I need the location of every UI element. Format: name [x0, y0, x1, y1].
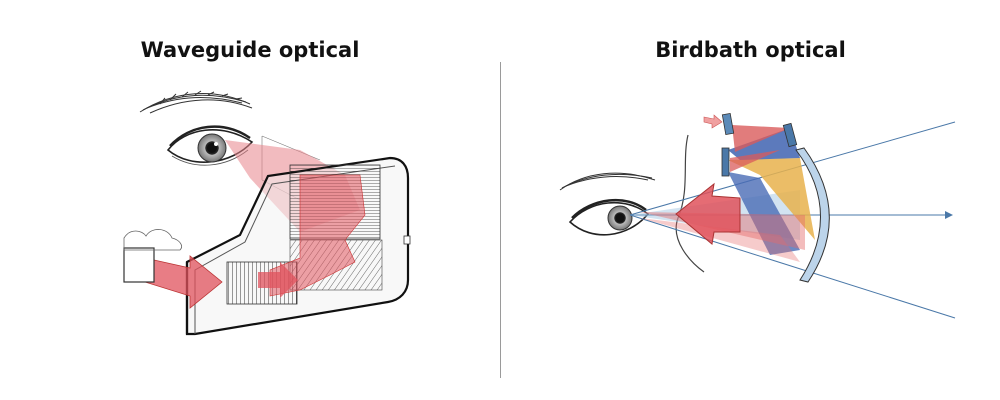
display-mirror — [782, 122, 798, 148]
image-direction-arrow — [675, 182, 741, 245]
guided-light — [269, 174, 366, 297]
input-arrow-small — [703, 114, 723, 129]
red-beam — [732, 125, 790, 152]
micro-display — [721, 112, 735, 136]
beam-splitter — [721, 147, 730, 177]
birdbath-panel: Birdbath optical — [501, 0, 1000, 400]
micro-projector — [123, 247, 155, 283]
waveguide-diagram — [123, 90, 411, 336]
red-beam-2 — [730, 150, 780, 172]
panel-divider — [500, 62, 501, 378]
eye-left — [166, 125, 254, 166]
blue-beam — [728, 128, 800, 160]
waveguide-panel: Waveguide optical — [140, 38, 360, 62]
input-light-arrow — [144, 255, 223, 309]
eyebrow-right — [559, 172, 656, 191]
birdbath-diagram — [559, 112, 956, 319]
yellow-beam — [728, 158, 815, 240]
scene-sketch — [123, 229, 182, 251]
birdbath-title: Birdbath optical — [655, 38, 846, 62]
blue-beam-lower — [728, 172, 800, 255]
waveguide-notch — [403, 235, 411, 245]
eye-right — [568, 198, 650, 236]
waveguide-title: Waveguide optical — [140, 38, 360, 62]
face-outline — [675, 134, 705, 273]
curved-mirror — [795, 147, 830, 283]
reflected-light-2 — [640, 218, 800, 262]
eyebrow-left — [139, 90, 253, 114]
transfer-arrow — [258, 262, 298, 298]
